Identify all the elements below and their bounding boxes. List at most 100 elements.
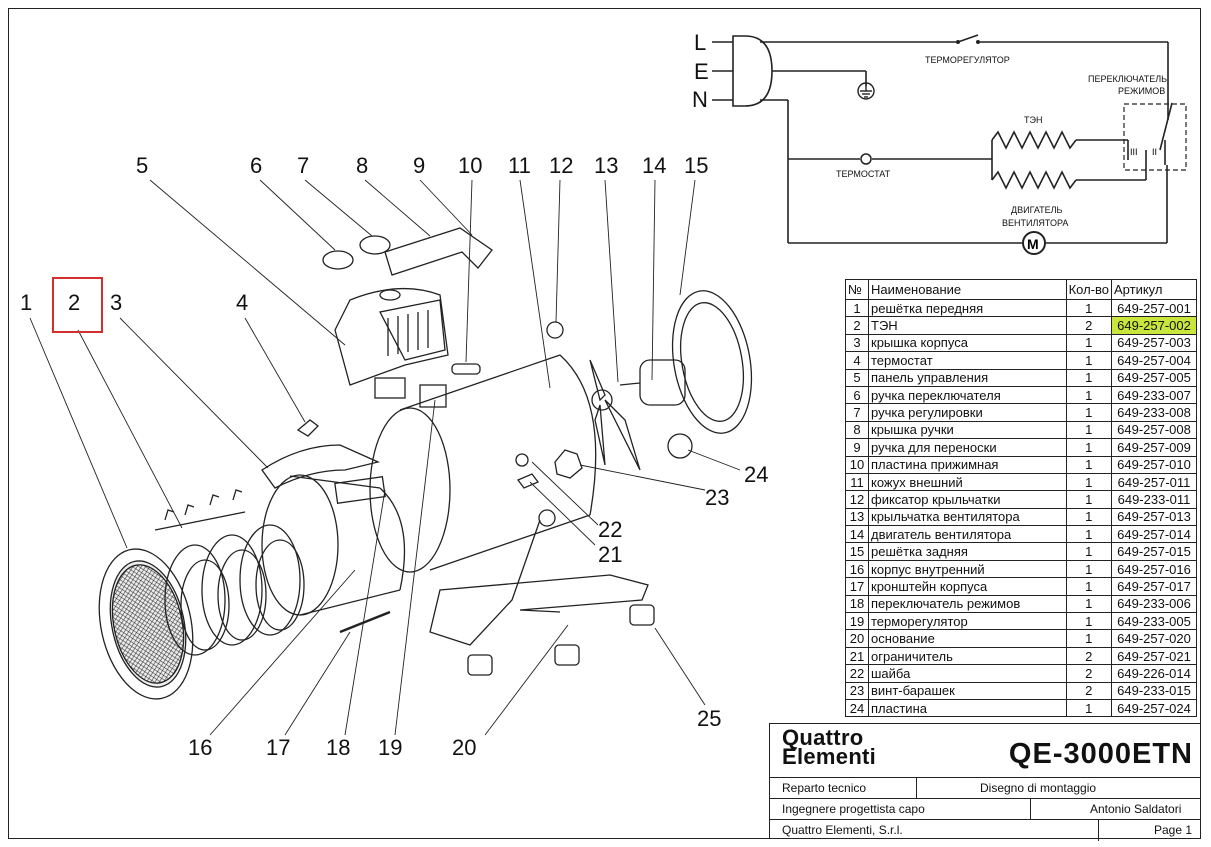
part-qty: 1 <box>1065 577 1113 596</box>
part-name: фиксатор крыльчатки <box>868 490 1067 509</box>
part-qty: 1 <box>1065 542 1113 561</box>
part-article: 649-257-008 <box>1111 420 1197 440</box>
engineer-name: Antonio Saldatori <box>1090 802 1182 816</box>
part-name: ТЭН <box>868 316 1067 335</box>
part-qty: 1 <box>1065 559 1113 579</box>
part-name: решётка передняя <box>868 298 1067 318</box>
part-article: 649-257-017 <box>1111 577 1197 596</box>
brand-line-2: Elementi <box>782 744 877 769</box>
part-number: 19 <box>845 612 869 631</box>
part-number: 5 <box>845 368 869 387</box>
part-name: кожух внешний <box>868 472 1067 492</box>
part-name: ограничитель <box>868 646 1067 666</box>
part-qty: 2 <box>1065 646 1113 666</box>
part-name: ручка регулировки <box>868 403 1067 422</box>
part-name: пластина <box>868 698 1067 718</box>
part-number: 2 <box>845 316 869 335</box>
part-article: 649-257-010 <box>1111 455 1197 474</box>
part-number: 21 <box>845 646 869 666</box>
col-header-article: Артикул <box>1111 279 1197 300</box>
part-qty: 1 <box>1065 385 1113 405</box>
part-article: 649-257-005 <box>1111 368 1197 387</box>
part-number: 20 <box>845 629 869 648</box>
part-qty: 1 <box>1065 438 1113 457</box>
title-row-company: Quattro Elementi, S.r.l. Page 1 <box>770 819 1200 841</box>
part-qty: 1 <box>1065 612 1113 631</box>
company-name: Quattro Elementi, S.r.l. <box>782 823 903 837</box>
part-qty: 1 <box>1065 368 1113 387</box>
part-name: терморегулятор <box>868 612 1067 631</box>
part-article: 649-257-016 <box>1111 559 1197 579</box>
part-qty: 1 <box>1065 594 1113 614</box>
part-article: 649-257-015 <box>1111 542 1197 561</box>
part-qty: 2 <box>1065 316 1113 335</box>
part-number: 4 <box>845 351 869 370</box>
part-article: 649-233-015 <box>1111 681 1197 700</box>
part-qty: 2 <box>1065 681 1113 700</box>
parts-table-header: № Наименование Кол-во Артикул <box>845 279 1197 300</box>
title-block: Quattro Elementi QE-3000ETN Reparto tecn… <box>769 723 1201 841</box>
part-article: 649-257-004 <box>1111 351 1197 370</box>
role-label: Ingegnere progettista capo <box>782 802 925 816</box>
part-number: 11 <box>845 472 869 492</box>
part-number: 22 <box>845 664 869 683</box>
part-qty: 1 <box>1065 333 1113 353</box>
part-name: винт-барашек <box>868 681 1067 700</box>
part-qty: 1 <box>1065 472 1113 492</box>
part-name: кронштейн корпуса <box>868 577 1067 596</box>
part-name: основание <box>868 629 1067 648</box>
part-name: крышка ручки <box>868 420 1067 440</box>
part-number: 17 <box>845 577 869 596</box>
part-article: 649-257-009 <box>1111 438 1197 457</box>
part-name: термостат <box>868 351 1067 370</box>
brand-line-1: Quattro <box>782 725 864 750</box>
part-name: корпус внутренний <box>868 559 1067 579</box>
part-qty: 1 <box>1065 629 1113 648</box>
part-article: 649-233-006 <box>1111 594 1197 614</box>
part-name: ручка для переноски <box>868 438 1067 457</box>
part-qty: 1 <box>1065 403 1113 422</box>
part-number: 23 <box>845 681 869 700</box>
part-article: 649-233-005 <box>1111 612 1197 631</box>
part-name: решётка задняя <box>868 542 1067 561</box>
part-qty: 1 <box>1065 490 1113 509</box>
part-article: 649-257-020 <box>1111 629 1197 648</box>
part-article: 649-257-002 <box>1111 316 1197 335</box>
part-qty: 1 <box>1065 298 1113 318</box>
part-qty: 1 <box>1065 455 1113 474</box>
part-name: шайба <box>868 664 1067 683</box>
title-row-dept: Reparto tecnico Disegno di montaggio <box>770 777 1200 799</box>
part-number: 12 <box>845 490 869 509</box>
page-number: Page 1 <box>1154 823 1193 837</box>
part-name: крышка корпуса <box>868 333 1067 353</box>
part-name: переключатель режимов <box>868 594 1067 614</box>
part-article: 649-233-011 <box>1111 490 1197 509</box>
part-number: 15 <box>845 542 869 561</box>
part-qty: 1 <box>1065 507 1113 527</box>
brand-logo: Quattro Elementi <box>782 725 877 769</box>
part-qty: 1 <box>1065 698 1113 718</box>
part-number: 6 <box>845 385 869 405</box>
part-number: 1 <box>845 298 869 318</box>
part-number: 16 <box>845 559 869 579</box>
